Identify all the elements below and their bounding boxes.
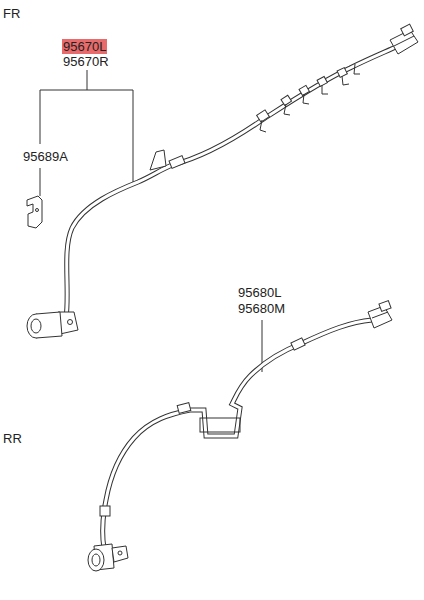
position-label: FR xyxy=(2,6,21,21)
rear-sensor-cable xyxy=(88,301,392,571)
part-number: 95689A xyxy=(22,149,69,164)
clip xyxy=(27,196,42,228)
part-number: 95680L xyxy=(237,285,282,300)
part-number: 95680M xyxy=(237,301,286,316)
position-label: RR xyxy=(2,431,23,446)
front-sensor-cable xyxy=(27,24,418,338)
part-number: 95670L xyxy=(62,39,107,54)
part-number: 95670R xyxy=(62,54,110,69)
